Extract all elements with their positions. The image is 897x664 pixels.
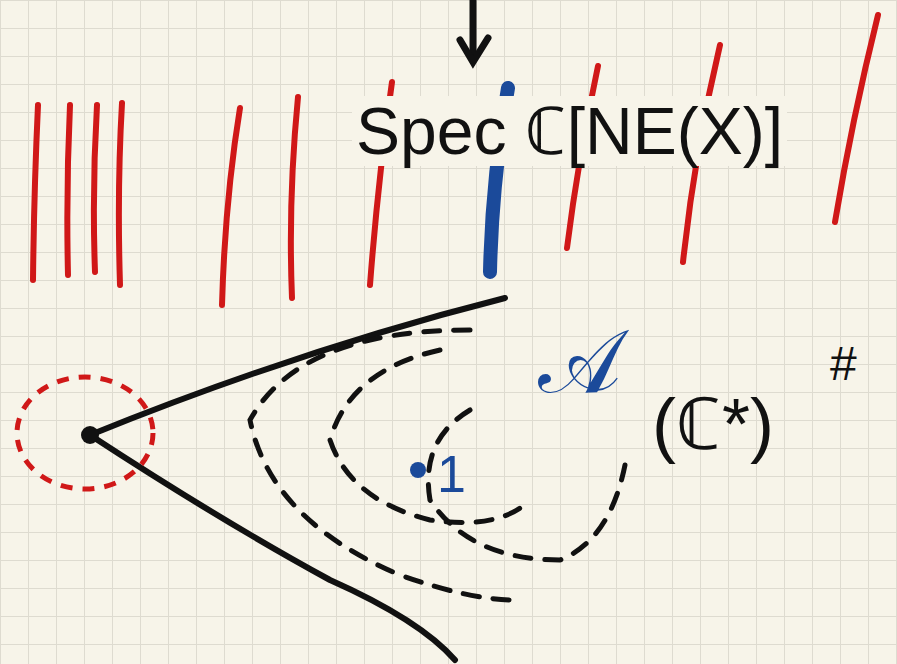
torus-exponent: # [830, 340, 857, 388]
cone-outline [90, 298, 505, 660]
cone-vertex [81, 426, 99, 444]
vertex-circle [17, 377, 153, 489]
point-label: 1 [437, 448, 466, 500]
down-arrow [460, 0, 488, 62]
spec-label: Spec ℂ[NE(X)] [352, 96, 787, 166]
torus-label: (ℂ*) [652, 388, 774, 460]
red-strokes [33, 15, 878, 305]
cone-name: 𝒜 [538, 318, 621, 406]
point-dot [410, 462, 426, 478]
